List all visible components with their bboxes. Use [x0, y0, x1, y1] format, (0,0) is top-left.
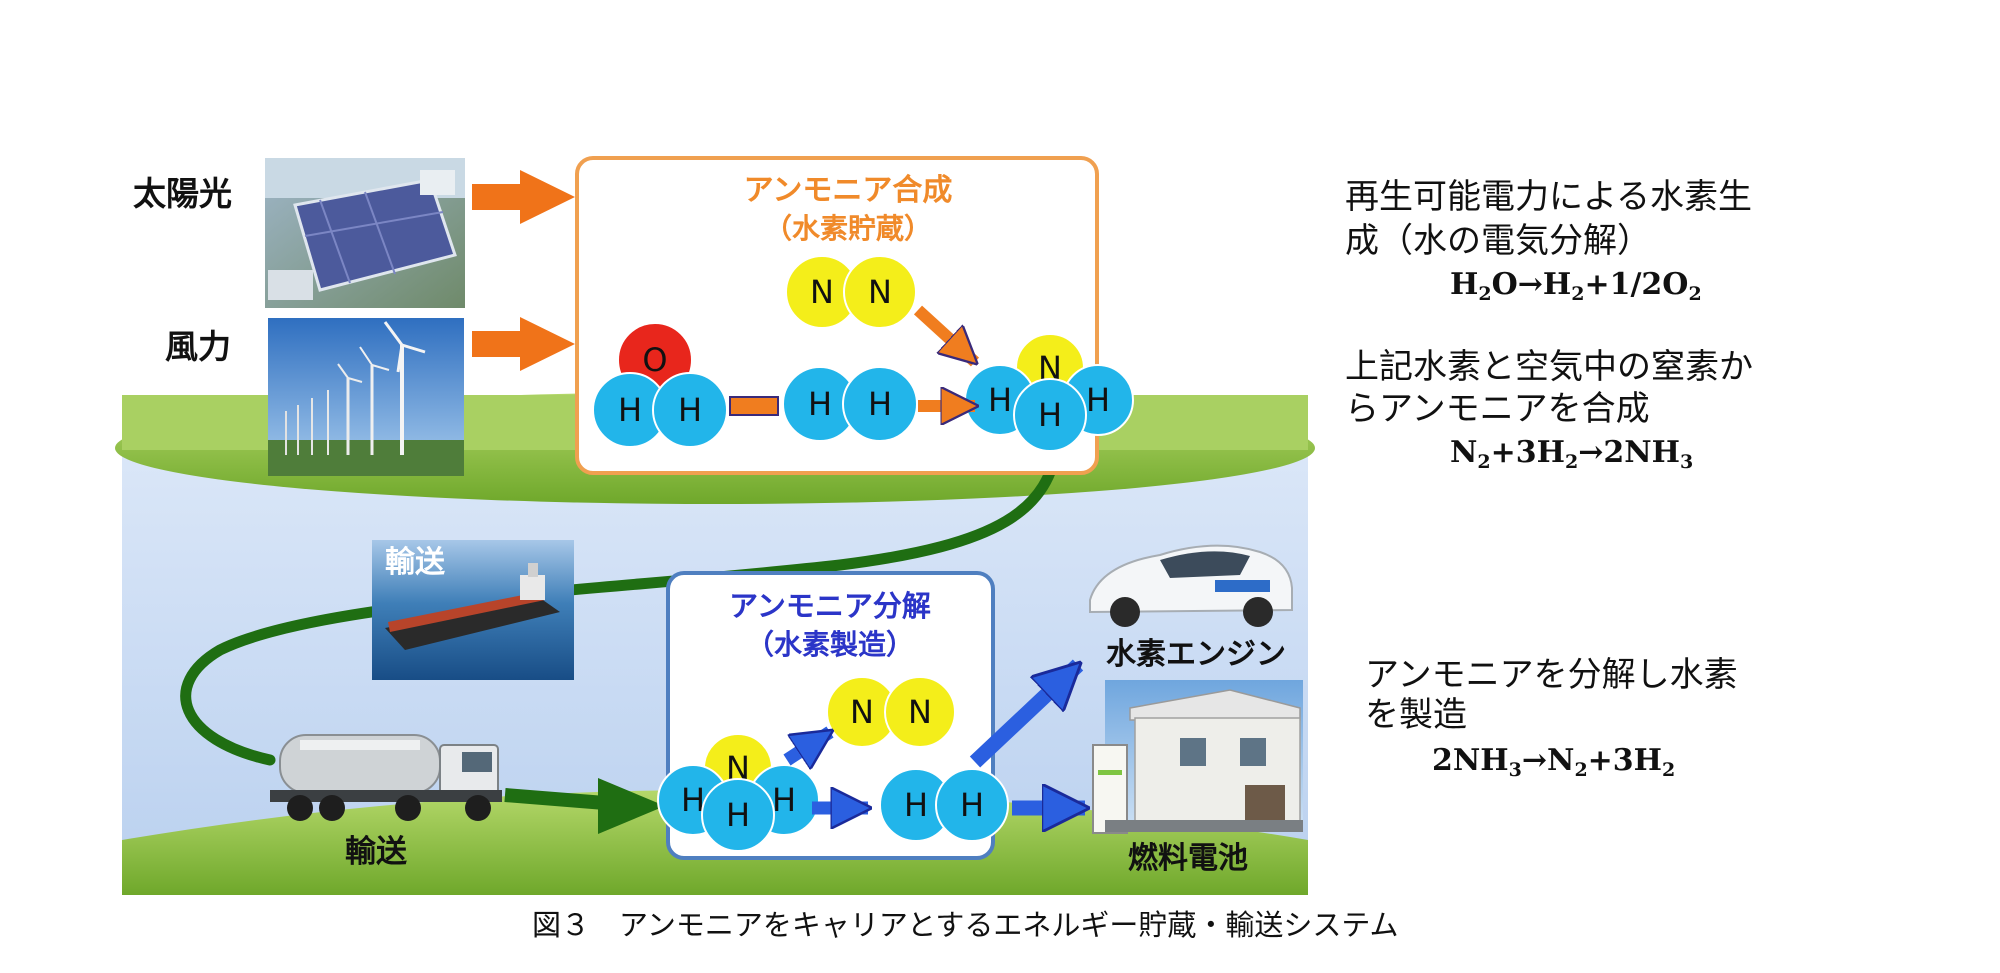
hydrogen-to-engine-arrow [969, 665, 1078, 768]
wind-turbine-photo [268, 318, 464, 476]
svg-text:H: H [808, 385, 832, 423]
solar-input-arrow [472, 170, 575, 224]
synthesis-note-line1: 上記水素と空気中の窒素か [1345, 347, 1753, 387]
decomposition-subtitle: （水素製造） [746, 628, 914, 661]
svg-text:N: N [868, 273, 892, 311]
synthesis-subtitle: （水素貯蔵） [764, 212, 932, 245]
svg-text:H: H [726, 796, 750, 834]
decomposition-title: アンモニア分解 [729, 589, 931, 623]
svg-text:H: H [1086, 381, 1110, 419]
svg-text:H: H [681, 781, 705, 819]
house-with-fuel-cell-photo [1092, 680, 1303, 834]
electrolysis-note-line2: 成（水の電気分解） [1345, 221, 1651, 261]
figure-caption: 図３ アンモニアをキャリアとするエネルギー貯蔵・輸送システム [532, 908, 1399, 942]
truck-to-decomposition-arrowhead [598, 778, 665, 834]
water-hydrogen-atom: H [592, 372, 668, 448]
nitrogen-atom: N [884, 676, 956, 748]
svg-text:O: O [642, 341, 667, 379]
nitrogen-atom: N [785, 255, 859, 329]
svg-text:H: H [904, 786, 928, 824]
synthesis-note-line2: らアンモニアを合成 [1345, 389, 1650, 429]
fuel-cell-label: 燃料電池 [1128, 841, 1248, 876]
electrolysis-note-line1: 再生可能電力による水素生 [1345, 177, 1752, 217]
decomposition-note-line1: アンモニアを分解し水素 [1365, 655, 1738, 695]
ammonia-hydrogen-atom: H [701, 778, 775, 852]
hydrogen-car-photo [1089, 544, 1293, 627]
wind-input-arrow [472, 317, 575, 371]
hydrogen-atom: H [782, 366, 858, 442]
solar-label: 太陽光 [133, 174, 232, 213]
nitrogen-atom: N [843, 255, 917, 329]
wind-label: 風力 [165, 327, 231, 366]
ammonia-to-nitrogen-arrow [783, 726, 830, 760]
ammonia-hydrogen-atom: H [1013, 378, 1087, 452]
svg-text:N: N [1038, 349, 1062, 387]
svg-text:H: H [678, 391, 702, 429]
nitrogen-atom: N [826, 676, 898, 748]
svg-text:H: H [772, 781, 796, 819]
solar-photo [265, 158, 465, 308]
hydrogen-atom: H [935, 768, 1009, 842]
decomposition-note-line2: を製造 [1365, 695, 1467, 735]
svg-text:N: N [908, 693, 932, 731]
svg-text:H: H [1038, 396, 1062, 434]
svg-text:H: H [868, 385, 892, 423]
water-hydrogen-atom: H [652, 372, 728, 448]
svg-text:N: N [850, 693, 874, 731]
electrolysis-equation: H2O→H2+1/2O2 [1450, 267, 1702, 305]
svg-text:N: N [726, 749, 750, 787]
hydrogen-engine-label: 水素エンジン [1106, 637, 1286, 672]
decomposition-equation: 2NH3→N2+3H2 [1432, 743, 1675, 781]
water-to-hydrogen-arrow [729, 396, 779, 416]
hydrogen-atom: H [842, 366, 918, 442]
synthesis-title: アンモニア合成 [744, 173, 953, 208]
svg-text:H: H [618, 391, 642, 429]
tanker-ship-photo [372, 540, 574, 680]
svg-text:H: H [960, 786, 984, 824]
ship-transport-label: 輸送 [385, 545, 445, 580]
svg-text:H: H [988, 381, 1012, 419]
nitrogen-to-ammonia-arrow [913, 305, 975, 367]
synthesis-equation: N2+3H2→2NH3 [1450, 435, 1693, 473]
svg-text:N: N [810, 273, 834, 311]
truck-transport-label: 輸送 [345, 834, 407, 870]
tanker-truck-photo [270, 734, 502, 821]
